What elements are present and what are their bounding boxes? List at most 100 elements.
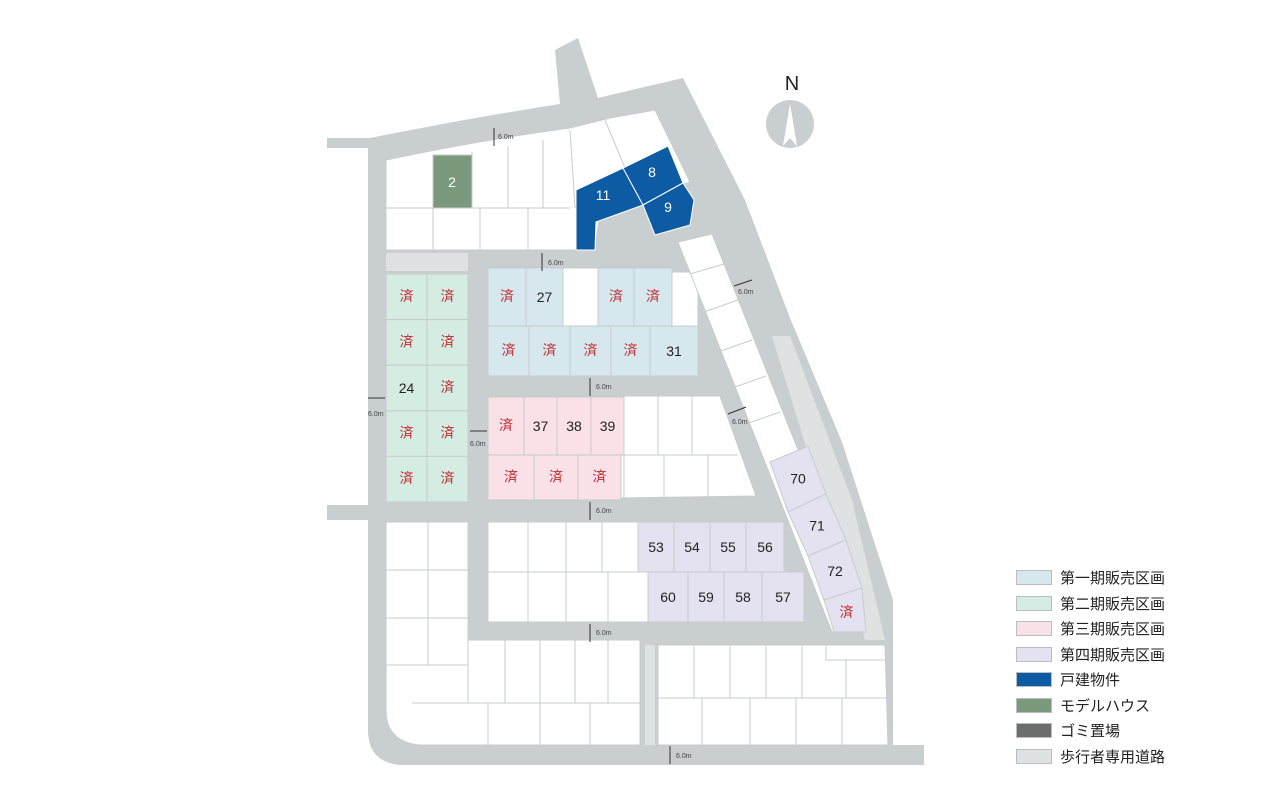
model-house-lot[interactable]: 2 xyxy=(432,154,473,209)
lot[interactable]: 済 xyxy=(487,325,530,377)
lot[interactable]: 済 xyxy=(385,455,428,503)
lot[interactable]: 58 xyxy=(723,571,763,623)
lot[interactable]: 60 xyxy=(647,571,689,623)
sold-mark: 済 xyxy=(441,380,455,396)
road-width-label: 6.0m xyxy=(596,630,612,637)
legend-swatch xyxy=(1016,672,1052,688)
lot[interactable]: 53 xyxy=(637,521,675,573)
sold-mark: 済 xyxy=(400,289,414,305)
legend-swatch xyxy=(1016,595,1052,611)
lot[interactable]: 56 xyxy=(745,521,785,573)
lot-number: 27 xyxy=(537,289,553,305)
road-width-label: 6.0m xyxy=(596,508,612,515)
lot[interactable]: 済 xyxy=(385,273,428,321)
lot-number: 54 xyxy=(684,539,700,555)
legend-label: 戸建物件 xyxy=(1060,671,1121,690)
legend-swatch xyxy=(1016,748,1052,764)
lot[interactable]: 済 xyxy=(426,410,469,457)
lot[interactable]: 済 xyxy=(487,454,535,501)
width-arrow xyxy=(733,279,753,287)
lot[interactable]: 済 xyxy=(528,325,571,377)
block-southwest xyxy=(385,521,641,746)
road-width-label: 6.0m xyxy=(596,384,612,391)
legend-swatch xyxy=(1016,621,1052,637)
legend-label: 第四期販売区画 xyxy=(1060,645,1166,664)
pedestrian-lane xyxy=(645,645,655,745)
legend-label: 第二期販売区画 xyxy=(1060,594,1166,613)
lot[interactable]: 済 xyxy=(533,454,579,501)
pedestrian-paths xyxy=(386,253,885,640)
lot[interactable]: 済 xyxy=(426,455,469,503)
lot[interactable]: 済 xyxy=(426,273,469,321)
sold-mark: 済 xyxy=(500,289,514,305)
legend-swatch xyxy=(1016,646,1052,662)
sold-mark: 済 xyxy=(549,470,563,486)
sold-mark: 済 xyxy=(499,418,513,434)
road-width-label: 6.0m xyxy=(676,753,692,760)
lot[interactable]: 54 xyxy=(673,521,711,573)
lot[interactable]: 39 xyxy=(590,396,625,456)
lot-label: 2 xyxy=(448,174,456,190)
lot[interactable]: 37 xyxy=(523,396,558,456)
sold-mark: 済 xyxy=(502,343,516,359)
lot[interactable]: 済 xyxy=(426,319,469,366)
sold-mark: 済 xyxy=(400,426,414,442)
block-southeast xyxy=(657,644,889,746)
lot[interactable]: 55 xyxy=(709,521,747,573)
legend-label: ゴミ置場 xyxy=(1060,722,1121,741)
detached-lots[interactable]: 11 8 9 xyxy=(575,145,695,251)
lot[interactable]: 済 xyxy=(577,454,622,501)
lot-number: 56 xyxy=(757,539,773,555)
lot[interactable]: 済 xyxy=(487,396,525,456)
lot-number: 70 xyxy=(790,471,806,487)
legend-item: ゴミ置場 xyxy=(1016,718,1246,744)
lot-9: 9 xyxy=(664,199,672,215)
legend-swatch xyxy=(1016,723,1052,739)
legend-item: 第四期販売区画 xyxy=(1016,642,1246,668)
lot[interactable]: 済 xyxy=(597,267,635,327)
lot[interactable]: 27 xyxy=(525,267,564,327)
lot-number: 72 xyxy=(827,563,843,579)
lot[interactable]: 57 xyxy=(761,571,805,623)
sold-mark: 済 xyxy=(609,289,623,305)
sold-mark: 済 xyxy=(441,471,455,487)
lot[interactable]: 済 xyxy=(385,319,428,366)
sold-mark: 済 xyxy=(400,471,414,487)
sold-mark: 済 xyxy=(441,289,455,305)
road-width-label: 6.0m xyxy=(738,289,754,296)
lot[interactable]: 済 xyxy=(633,267,673,327)
legend-swatch xyxy=(1016,570,1052,586)
legend-label: 第一期販売区画 xyxy=(1060,569,1166,588)
lot-number: 57 xyxy=(775,589,791,605)
lot[interactable]: 済 xyxy=(823,587,867,633)
lot[interactable]: 38 xyxy=(556,396,592,456)
legend-label: 歩行者専用道路 xyxy=(1060,747,1166,766)
lot[interactable]: 済 xyxy=(487,267,527,327)
road-width-label: 6.0m xyxy=(470,441,486,448)
sold-mark: 済 xyxy=(543,343,557,359)
lot[interactable]: 済 xyxy=(385,410,428,457)
road-width-label: 6.0m xyxy=(732,419,748,426)
lot[interactable]: 済 xyxy=(426,364,469,412)
sold-mark: 済 xyxy=(504,470,518,486)
road-width-label: 6.0m xyxy=(498,134,514,141)
road-width-label: 6.0m xyxy=(368,411,384,418)
lot[interactable]: 59 xyxy=(687,571,725,623)
legend-item: 戸建物件 xyxy=(1016,667,1246,693)
lot[interactable]: 済 xyxy=(610,325,651,377)
lot[interactable]: 31 xyxy=(649,325,699,377)
lot[interactable]: 済 xyxy=(569,325,612,377)
legend: 第一期販売区画第二期販売区画第三期販売区画第四期販売区画戸建物件モデルハウスゴミ… xyxy=(1016,565,1246,769)
lot[interactable]: 24 xyxy=(385,364,428,412)
road-width-label: 6.0m xyxy=(548,260,564,267)
north-label: N xyxy=(785,73,799,95)
lot[interactable] xyxy=(562,267,599,327)
sold-mark: 済 xyxy=(840,605,854,621)
legend-item: 第三期販売区画 xyxy=(1016,616,1246,642)
